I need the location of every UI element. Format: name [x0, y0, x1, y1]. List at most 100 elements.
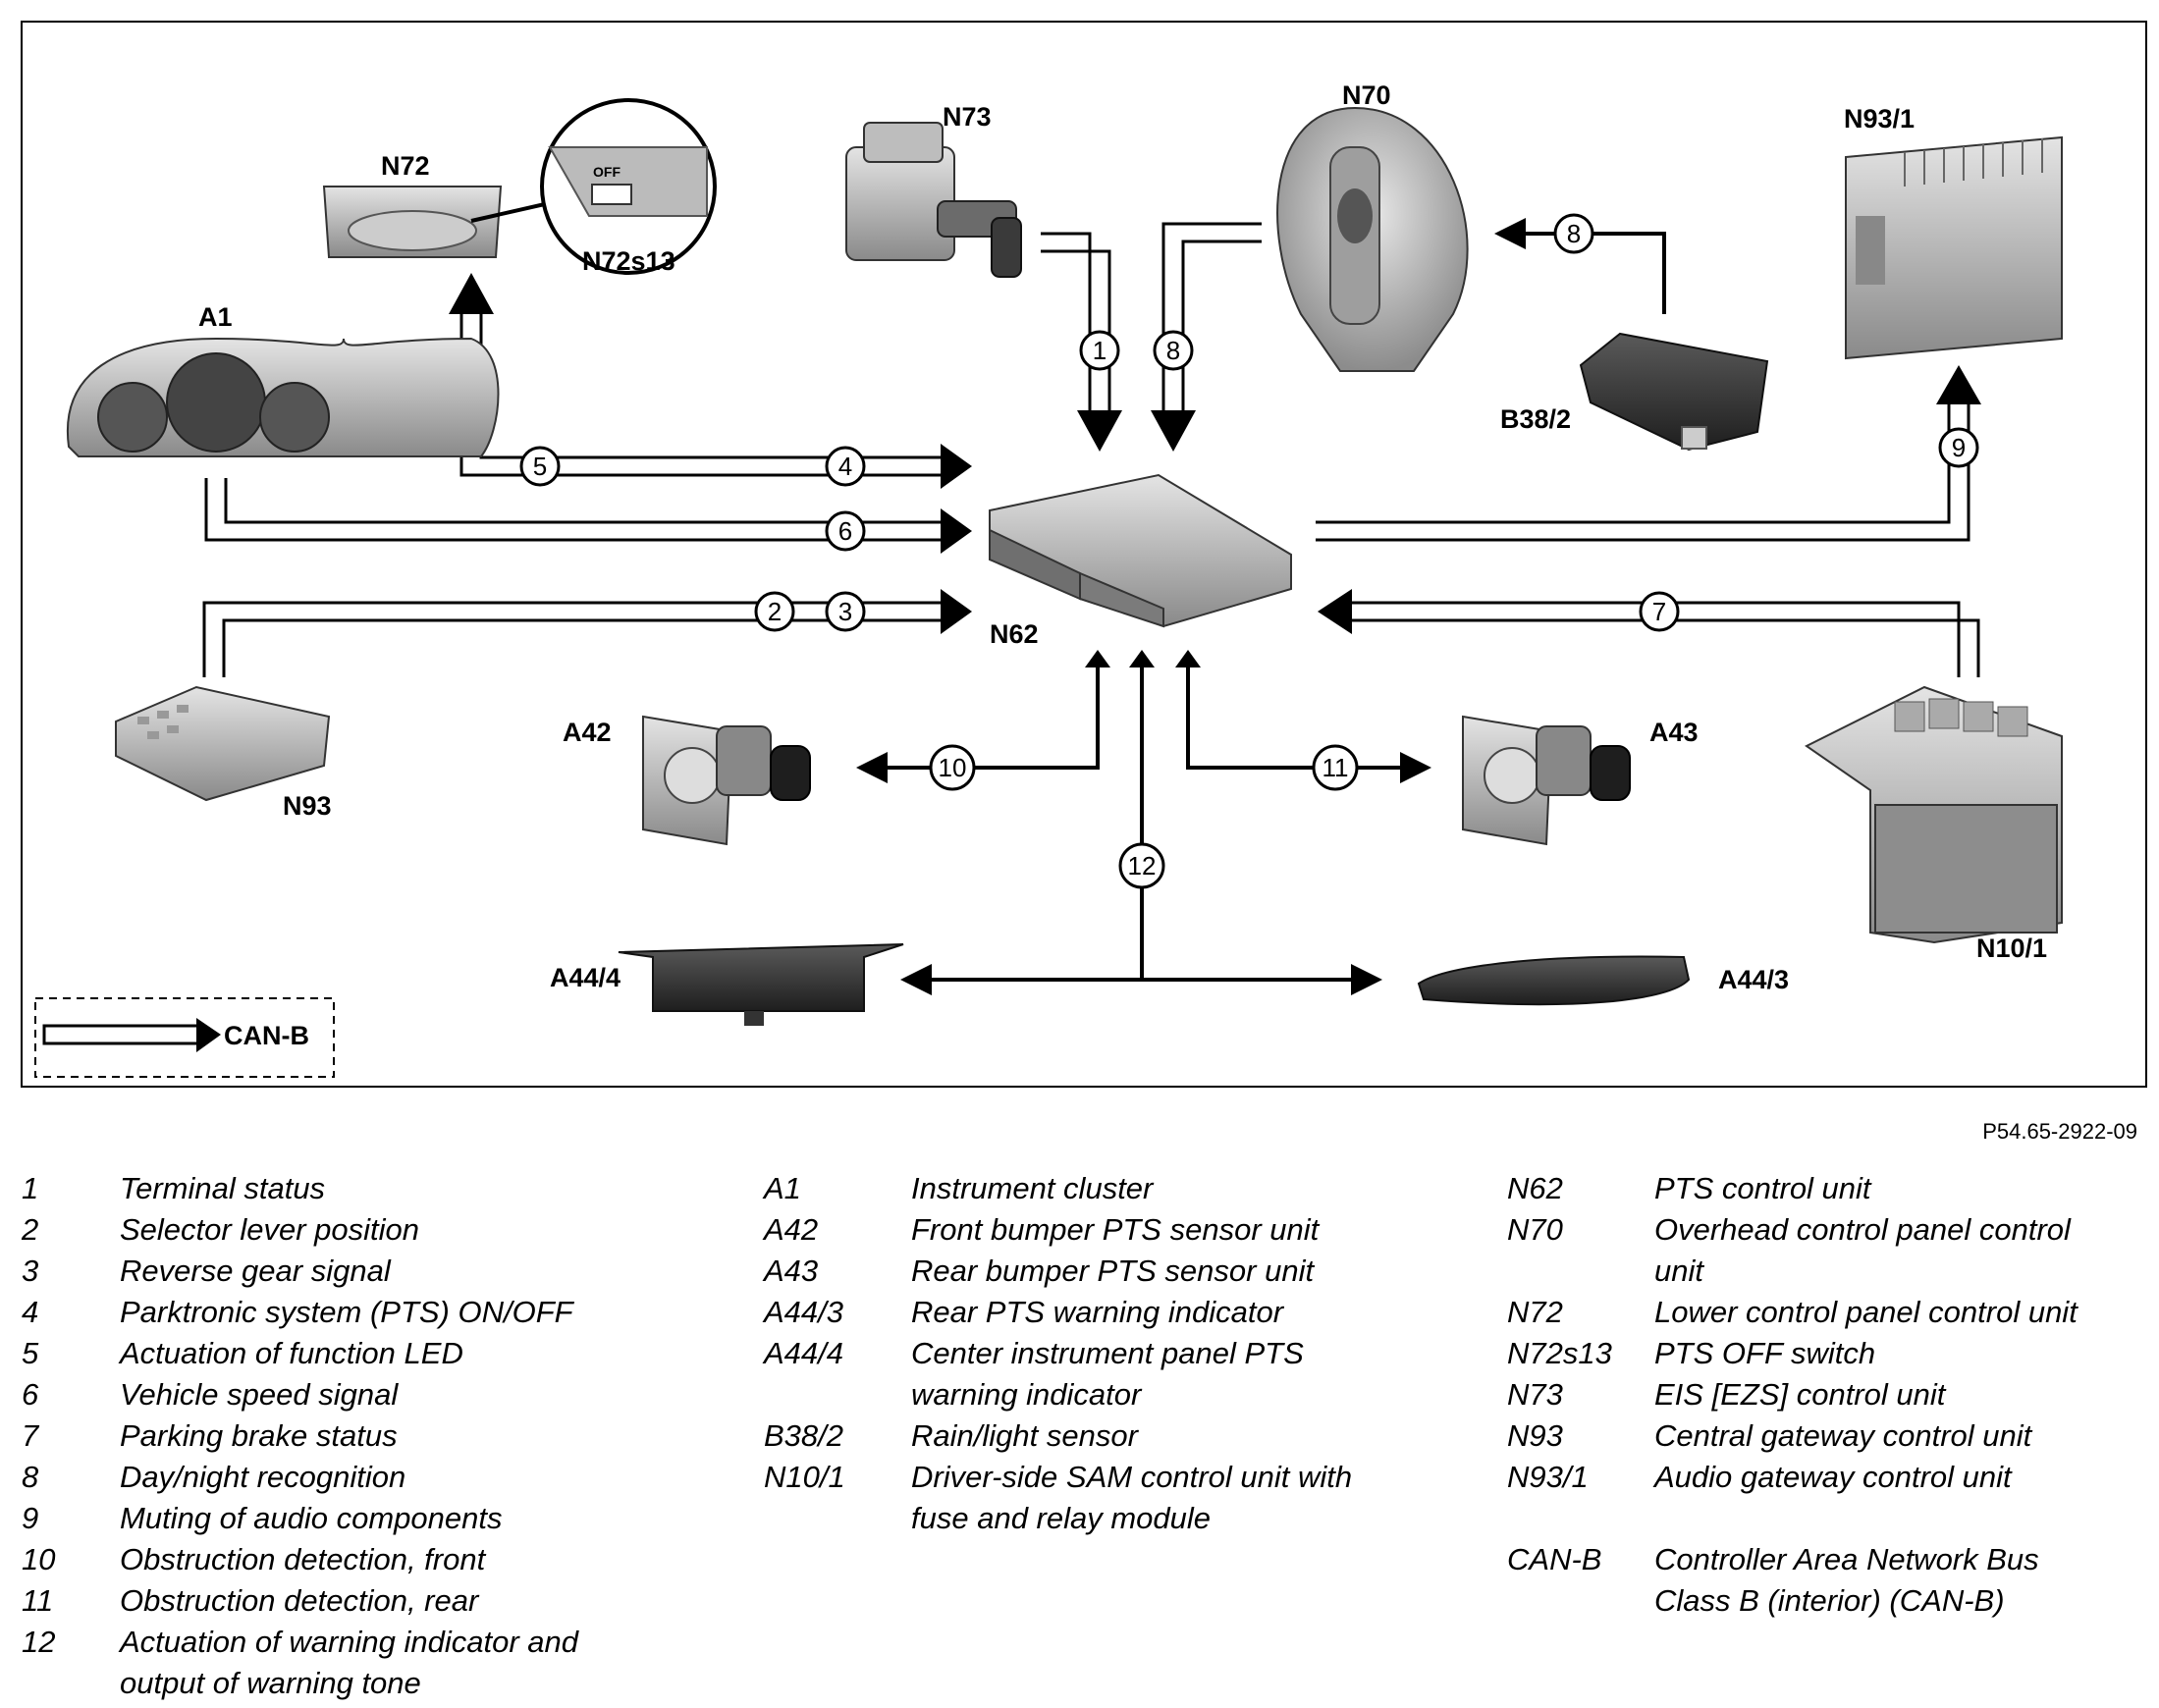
- rear-sensor-icon: [1462, 715, 1631, 846]
- legend-description: Selector lever position: [120, 1212, 419, 1247]
- legend-description: Reverse gear signal: [120, 1254, 391, 1288]
- legend-row: 1 Terminal status: [22, 1168, 670, 1209]
- legend-row: N72s13 PTS OFF switch: [1507, 1333, 2145, 1374]
- legend-description: Lower control panel control unit: [1654, 1295, 2078, 1329]
- legend-key: 8: [22, 1460, 39, 1494]
- legend-key: 5: [22, 1336, 39, 1370]
- label-n72s13: N72s13: [582, 246, 675, 276]
- legend-key: 1: [22, 1171, 39, 1205]
- legend-description: Obstruction detection, rear: [120, 1583, 479, 1618]
- signal-markers: 1 2 3 4 5 6 7 8 8 9 10 11 12: [519, 213, 1979, 889]
- signal-12: 12: [1118, 842, 1165, 889]
- legend-row: N93/1 Audio gateway control unit: [1507, 1457, 2145, 1498]
- svg-text:8: 8: [1166, 336, 1180, 365]
- svg-text:3: 3: [838, 597, 852, 626]
- legend-row: B38/2 Rain/light sensor: [764, 1415, 1422, 1457]
- signal-4: 4: [825, 446, 866, 487]
- legend-description: Central gateway control unit: [1654, 1418, 2032, 1453]
- can-b-legend: CAN-B: [34, 997, 335, 1078]
- legend-row: 11 Obstruction detection, rear: [22, 1580, 670, 1622]
- label-n93: N93: [283, 791, 332, 821]
- legend-row: 5 Actuation of function LED: [22, 1333, 670, 1374]
- legend-key: N62: [1507, 1171, 1563, 1205]
- rain-light-sensor-icon: [1579, 332, 1769, 452]
- label-n62: N62: [990, 619, 1039, 649]
- svg-text:2: 2: [768, 597, 782, 626]
- legend-description: Obstruction detection, front: [120, 1542, 486, 1576]
- signal-8-b: 8: [1553, 213, 1594, 254]
- legend-description: Terminal status: [120, 1171, 326, 1205]
- signal-5: 5: [519, 446, 561, 487]
- audio-gateway-icon: [1845, 135, 2063, 360]
- legend-key: N93: [1507, 1418, 1563, 1453]
- central-gateway-icon: [115, 685, 331, 802]
- legend-key: N72s13: [1507, 1336, 1612, 1370]
- legend-description: Day/night recognition: [120, 1460, 406, 1494]
- legend-key: 9: [22, 1501, 39, 1535]
- label-n72: N72: [381, 151, 430, 181]
- can-b-connections: [202, 222, 1981, 677]
- svg-text:OFF: OFF: [593, 164, 621, 180]
- label-a42: A42: [563, 718, 612, 747]
- legend-key: N10/1: [764, 1460, 845, 1494]
- legend-row: N93 Central gateway control unit: [1507, 1415, 2145, 1457]
- legend-description: PTS OFF switch: [1654, 1336, 1876, 1370]
- signal-2: 2: [754, 591, 795, 632]
- direct-connections: [856, 218, 1666, 995]
- legend-key: CAN-B: [1507, 1542, 1602, 1576]
- rear-indicator-icon: [1417, 955, 1691, 1006]
- legend-description: PTS control unit: [1654, 1171, 1871, 1205]
- svg-text:CAN-B: CAN-B: [224, 1021, 309, 1050]
- label-a1: A1: [198, 302, 233, 332]
- signal-8: 8: [1153, 330, 1194, 371]
- signal-10: 10: [929, 744, 976, 791]
- svg-text:7: 7: [1652, 597, 1666, 626]
- legend-key: N93/1: [1507, 1460, 1589, 1494]
- instrument-cluster-icon: [66, 337, 500, 457]
- legend-key: 3: [22, 1254, 39, 1288]
- legend-key: A44/3: [764, 1295, 844, 1329]
- signal-7: 7: [1639, 591, 1680, 632]
- diagram-frame: [21, 21, 2147, 1088]
- overhead-panel-icon: [1276, 106, 1469, 372]
- center-panel-indicator-icon: [618, 943, 904, 1026]
- legend-key: 10: [22, 1542, 56, 1576]
- legend-description: Parking brake status: [120, 1418, 398, 1453]
- legend-key: N70: [1507, 1212, 1563, 1247]
- signal-11: 11: [1312, 744, 1359, 791]
- legend-description: Audio gateway control unit: [1654, 1460, 2012, 1494]
- svg-text:12: 12: [1128, 851, 1157, 881]
- legend-description: Actuation of function LED: [120, 1336, 463, 1370]
- legend-row: [1507, 1498, 2145, 1539]
- legend-row: 10 Obstruction detection, front: [22, 1539, 670, 1580]
- lower-control-panel-icon: OFF: [322, 98, 717, 275]
- label-a44-3: A44/3: [1718, 965, 1789, 994]
- legend-key: B38/2: [764, 1418, 844, 1453]
- legend-key: 6: [22, 1377, 39, 1412]
- legend-description: Parktronic system (PTS) ON/OFF: [120, 1295, 573, 1329]
- label-n73: N73: [943, 102, 992, 132]
- label-b38-2: B38/2: [1500, 404, 1571, 434]
- legend-key: A1: [764, 1171, 801, 1205]
- label-n10-1: N10/1: [1976, 934, 2047, 963]
- legend-key: 11: [22, 1583, 54, 1618]
- signal-1: 1: [1079, 330, 1120, 371]
- label-a43: A43: [1649, 718, 1699, 747]
- legend-description: Vehicle speed signal: [120, 1377, 399, 1412]
- legend-description: Rain/light sensor: [911, 1418, 1138, 1453]
